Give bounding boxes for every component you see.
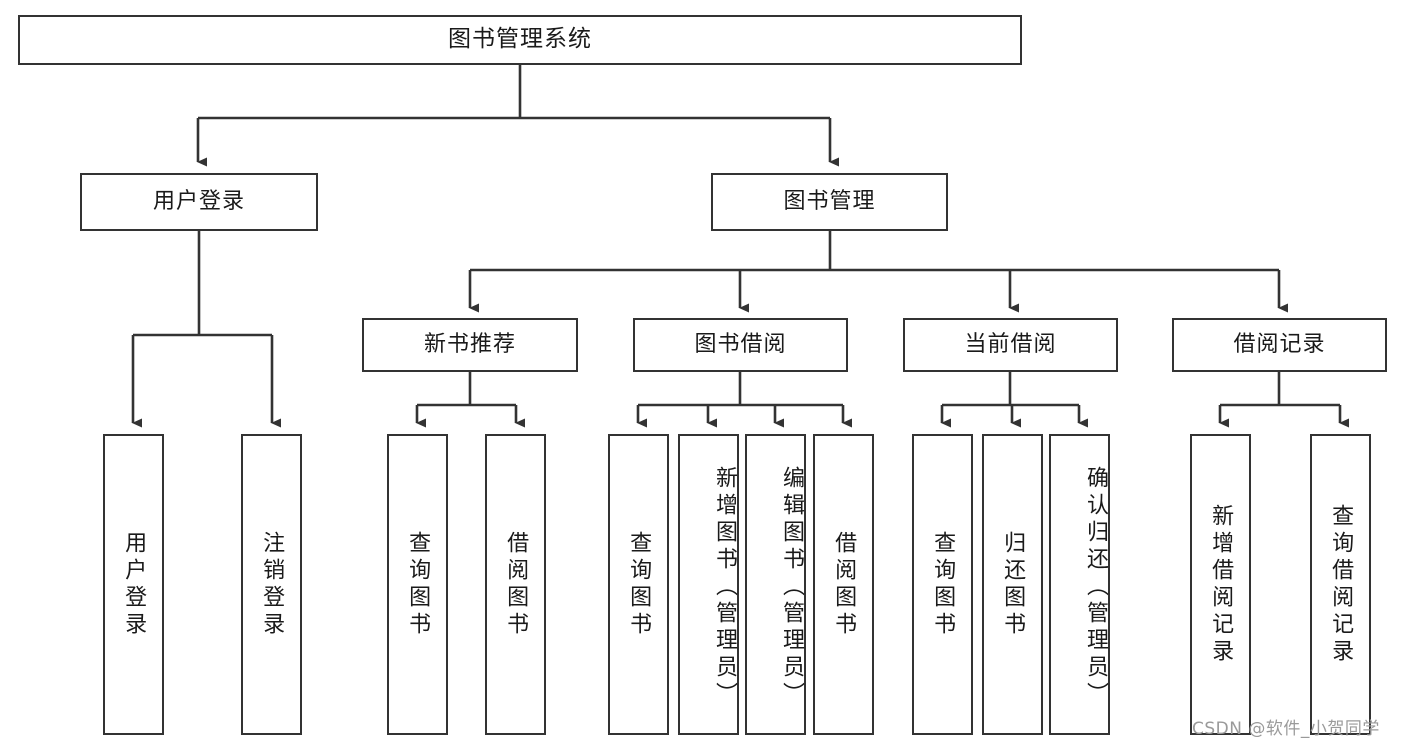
node-leaf-edit-book-admin[interactable]: 编辑图书（管理员） — [745, 434, 806, 735]
node-leaf-add-book-admin[interactable]: 新增图书（管理员） — [678, 434, 739, 735]
node-new-book-recommendation[interactable]: 新书推荐 — [362, 318, 578, 372]
node-label: 借阅记录 — [1233, 331, 1326, 357]
node-borrow-records[interactable]: 借阅记录 — [1172, 318, 1387, 372]
node-leaf-query-book-recommend[interactable]: 查询图书 — [387, 434, 448, 735]
node-label: 借阅图书 — [831, 530, 857, 639]
node-leaf-confirm-return-admin[interactable]: 确认归还（管理员） — [1049, 434, 1110, 735]
node-leaf-user-login[interactable]: 用户登录 — [103, 434, 164, 735]
node-current-borrowing[interactable]: 当前借阅 — [903, 318, 1118, 372]
node-leaf-query-borrow-record[interactable]: 查询借阅记录 — [1310, 434, 1371, 735]
node-label: 图书管理 — [783, 188, 876, 214]
node-label: 新增图书（管理员） — [712, 466, 737, 709]
node-leaf-lend-book[interactable]: 借阅图书 — [813, 434, 874, 735]
node-label: 查询图书 — [405, 530, 431, 639]
node-label: 用户登录 — [121, 530, 147, 639]
node-book-management[interactable]: 图书管理 — [711, 173, 948, 231]
node-leaf-borrow-book-recommend[interactable]: 借阅图书 — [485, 434, 546, 735]
node-leaf-add-borrow-record[interactable]: 新增借阅记录 — [1190, 434, 1251, 735]
node-label: 查询图书 — [626, 530, 652, 639]
node-label: 注销登录 — [259, 530, 285, 639]
node-root-system[interactable]: 图书管理系统 — [18, 15, 1022, 65]
node-label: 新书推荐 — [423, 331, 516, 357]
node-leaf-query-book-borrow[interactable]: 查询图书 — [608, 434, 669, 735]
node-label: 新增借阅记录 — [1208, 503, 1234, 666]
node-label: 图书管理系统 — [448, 26, 592, 53]
csdn-watermark: CSDN @软件_小贺同学 — [1192, 719, 1380, 739]
node-book-borrowing[interactable]: 图书借阅 — [633, 318, 848, 372]
node-label: 当前借阅 — [964, 331, 1057, 357]
node-leaf-user-logout[interactable]: 注销登录 — [241, 434, 302, 735]
node-label: 用户登录 — [152, 188, 245, 214]
node-label: 查询借阅记录 — [1328, 503, 1354, 666]
node-leaf-return-book[interactable]: 归还图书 — [982, 434, 1043, 735]
node-user-login[interactable]: 用户登录 — [80, 173, 318, 231]
node-label: 查询图书 — [930, 530, 956, 639]
node-label: 图书借阅 — [694, 331, 787, 357]
node-label: 编辑图书（管理员） — [779, 466, 804, 709]
node-label: 确认归还（管理员） — [1083, 466, 1108, 709]
node-label: 归还图书 — [1000, 530, 1026, 639]
node-leaf-query-book-current[interactable]: 查询图书 — [912, 434, 973, 735]
node-label: 借阅图书 — [503, 530, 529, 639]
